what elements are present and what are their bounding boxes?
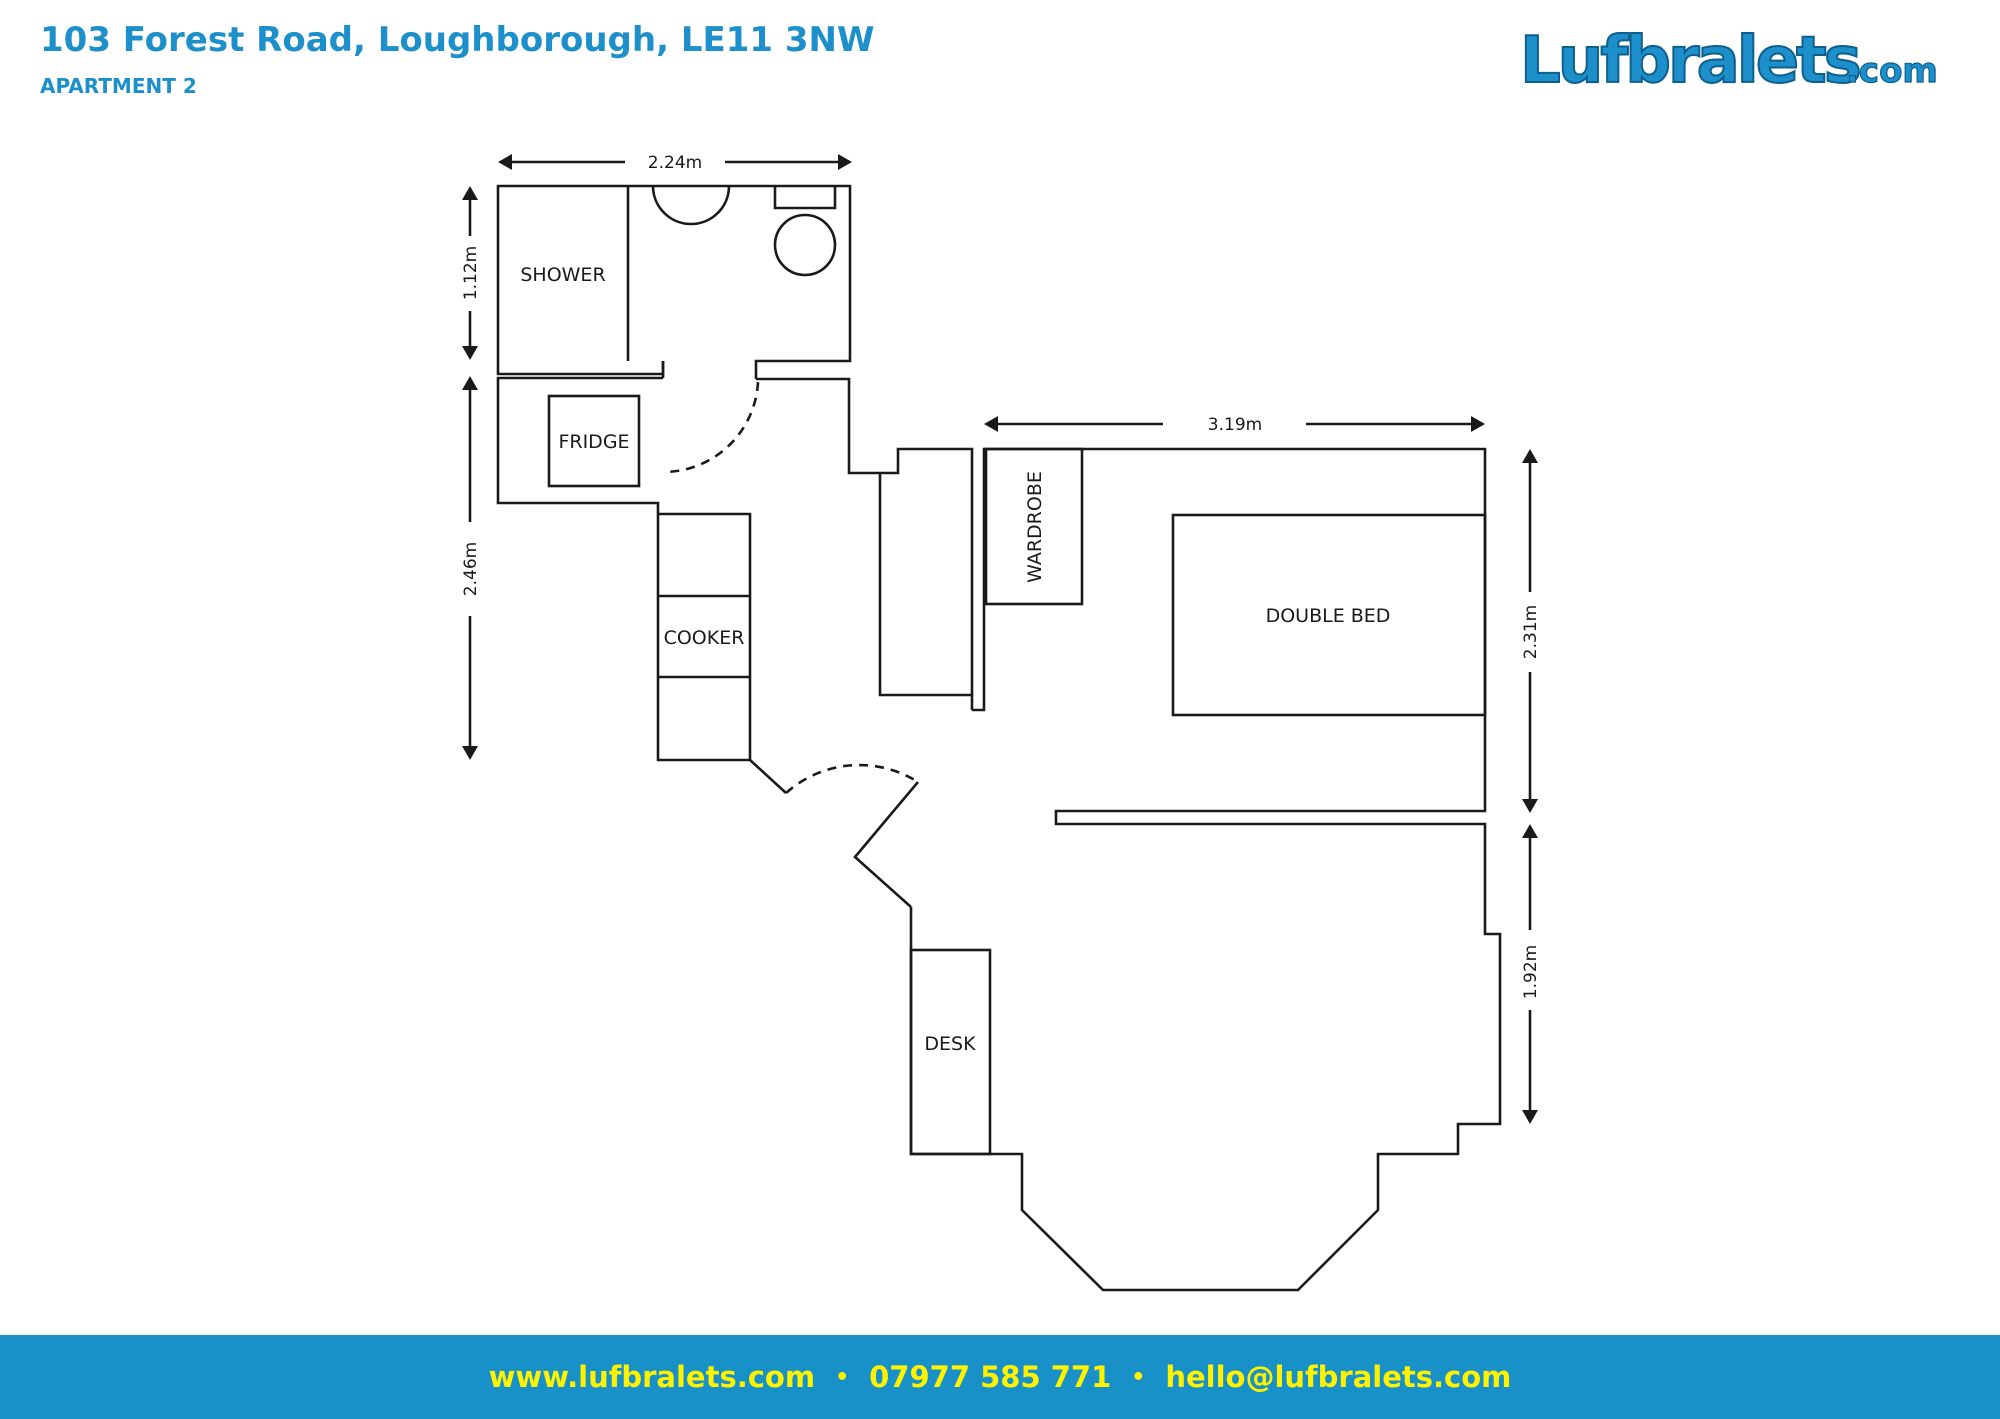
room-label-cooker: COOKER xyxy=(664,627,745,649)
toilet-cistern-icon xyxy=(773,186,837,210)
bedroom xyxy=(909,447,1502,1292)
dimension-label: 1.92m xyxy=(1521,945,1541,999)
page-title: 103 Forest Road, Loughborough, LE11 3NW xyxy=(40,20,875,60)
dimension-bathroom-width: 2.24m xyxy=(498,153,852,173)
room-label-shower: SHOWER xyxy=(520,264,605,286)
wardrobe-box xyxy=(984,447,1084,606)
kitchen xyxy=(496,376,787,794)
email-link[interactable]: hello@lufbralets.com xyxy=(1165,1360,1512,1394)
footer-separator: • xyxy=(1131,1364,1146,1390)
dimension-label: 3.19m xyxy=(1208,415,1262,435)
dimension-label: 2.24m xyxy=(648,153,702,173)
apartment-label: APARTMENT 2 xyxy=(40,74,197,98)
room-label-double-bed: DOUBLE BED xyxy=(1266,605,1391,627)
dimension-bedroom-width: 3.19m xyxy=(984,415,1485,435)
fridge-box xyxy=(547,394,641,488)
dimension-label: 1.12m xyxy=(461,246,481,300)
phone-link[interactable]: 07977 585 771 xyxy=(869,1360,1112,1394)
sink-icon xyxy=(651,185,731,226)
brand-logo[interactable]: Lufbralets .com xyxy=(1520,20,1940,100)
bed-box xyxy=(1171,513,1487,717)
logo-wordmark: Lufbralets xyxy=(1520,24,1860,98)
logo-suffix: .com xyxy=(1846,51,1938,91)
dimension-bathroom-depth: 1.12m xyxy=(461,186,481,360)
dimension-kitchen-depth: 2.46m xyxy=(461,376,481,760)
website-link[interactable]: www.lufbralets.com xyxy=(488,1360,816,1394)
dimension-bay-depth: 1.92m xyxy=(1521,824,1541,1124)
room-label-wardrobe: WARDROBE xyxy=(1024,471,1046,583)
desk-box xyxy=(909,948,992,1156)
footer-separator: • xyxy=(835,1364,850,1390)
room-label-fridge: FRIDGE xyxy=(558,431,629,453)
bathroom xyxy=(496,184,852,379)
room-label-desk: DESK xyxy=(924,1033,976,1055)
bathroom-door-swing xyxy=(664,381,760,474)
toilet-bowl-icon xyxy=(773,213,837,277)
dimension-label: 2.31m xyxy=(1521,605,1541,659)
entrance-door-swing xyxy=(785,763,919,794)
dimension-label: 2.46m xyxy=(461,542,481,596)
dimension-bedroom-depth: 2.31m xyxy=(1521,449,1541,813)
footer-bar: www.lufbralets.com • 07977 585 771 • hel… xyxy=(0,1335,2000,1419)
floor-plan: SHOWER FRIDGE COOKER WARDROBE DOUBLE BED… xyxy=(461,153,1541,1292)
